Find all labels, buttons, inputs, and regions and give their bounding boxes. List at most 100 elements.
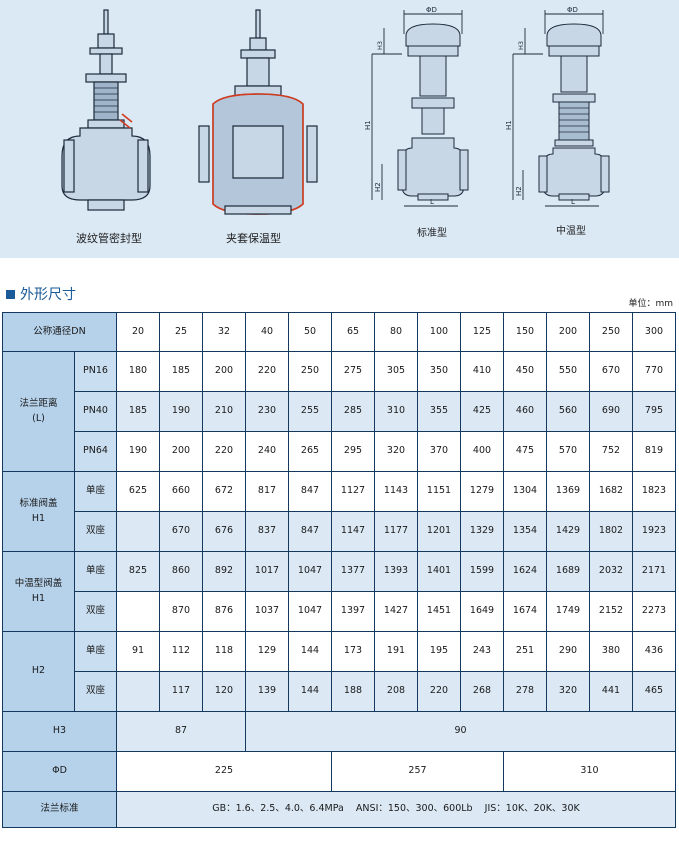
table-cell: 255 (288, 391, 332, 432)
dn-header-cell: 40 (245, 312, 289, 352)
table-cell: 1201 (417, 511, 461, 552)
table-cell: 129 (245, 631, 289, 672)
table-cell: 441 (589, 671, 633, 712)
table-cell: 188 (331, 671, 375, 712)
table-cell: 1682 (589, 471, 633, 512)
table-cell: 550 (546, 351, 590, 392)
table-cell: 210 (202, 391, 246, 432)
table-cell: 278 (503, 671, 547, 712)
dim-h2-label: H2 (515, 186, 523, 196)
table-cell: 320 (546, 671, 590, 712)
flange-distance-label: 法兰距离(L) (2, 351, 75, 472)
table-cell: 2152 (589, 591, 633, 632)
table-cell: 180 (116, 351, 160, 392)
table-cell: 1037 (245, 591, 289, 632)
figure-caption: 中温型 (556, 226, 586, 237)
table-cell: 2032 (589, 551, 633, 592)
table-cell: 1599 (460, 551, 504, 592)
table-cell: 1451 (417, 591, 461, 632)
medium-temp-bonnet-sublabel: H1 (31, 592, 46, 604)
table-cell: 1329 (460, 511, 504, 552)
standard-bonnet-label-text: 标准阀盖 (19, 497, 58, 509)
medium-temp-bonnet-row-label: 双座 (74, 591, 117, 632)
dim-h1-label: H1 (505, 120, 513, 130)
table-cell: 200 (159, 431, 203, 472)
table-cell: 1649 (460, 591, 504, 632)
table-cell: 230 (245, 391, 289, 432)
figure-caption: 夹套保温型 (226, 232, 281, 245)
h2-row-label: 单座 (74, 631, 117, 672)
table-cell: 770 (632, 351, 676, 392)
table-cell: 2171 (632, 551, 676, 592)
table-cell: 190 (116, 431, 160, 472)
table-cell: 144 (288, 631, 332, 672)
table-cell: 118 (202, 631, 246, 672)
table-cell: 1279 (460, 471, 504, 512)
table-cell: 191 (374, 631, 418, 672)
table-cell: 1397 (331, 591, 375, 632)
standard-bonnet-row-label: 双座 (74, 511, 117, 552)
h2-label: H2 (2, 631, 75, 712)
table-cell: 819 (632, 431, 676, 472)
table-cell: 1151 (417, 471, 461, 512)
table-cell: 1047 (288, 591, 332, 632)
table-cell: 320 (374, 431, 418, 472)
h2-row-label: 双座 (74, 671, 117, 712)
table-cell: 1017 (245, 551, 289, 592)
table-cell (116, 511, 160, 552)
table-cell: 139 (245, 671, 289, 712)
flange-std-label: 法兰标准 (2, 791, 117, 828)
table-cell: 185 (116, 391, 160, 432)
table-cell: 570 (546, 431, 590, 472)
dn-header-cell: 200 (546, 312, 590, 352)
dn-header-cell: 300 (632, 312, 676, 352)
table-cell: 1177 (374, 511, 418, 552)
phid-label: ΦD (2, 751, 117, 792)
table-cell: 465 (632, 671, 676, 712)
table-cell: 1802 (589, 511, 633, 552)
table-cell: 870 (159, 591, 203, 632)
table-cell: 1923 (632, 511, 676, 552)
figure-caption: 标准型 (417, 228, 447, 239)
table-cell: 847 (288, 511, 332, 552)
table-cell: 625 (116, 471, 160, 512)
table-cell: 87 (116, 711, 246, 752)
table-cell: 295 (331, 431, 375, 472)
table-cell: 752 (589, 431, 633, 472)
table-cell: 876 (202, 591, 246, 632)
table-cell: 90 (245, 711, 676, 752)
dn-header-cell: 125 (460, 312, 504, 352)
dn-header-label: 公称通径DN (2, 312, 117, 352)
table-cell: 220 (245, 351, 289, 392)
table-cell: 1427 (374, 591, 418, 632)
figure-caption: 波纹管密封型 (76, 232, 142, 245)
table-cell: 2273 (632, 591, 676, 632)
table-cell: 1147 (331, 511, 375, 552)
table-cell: 1143 (374, 471, 418, 512)
dn-header-cell: 250 (589, 312, 633, 352)
table-cell: 860 (159, 551, 203, 592)
table-cell: 892 (202, 551, 246, 592)
flange-distance-label-text: 法兰距离 (19, 397, 58, 409)
flange-distance-row-label: PN16 (74, 351, 117, 392)
table-cell: 120 (202, 671, 246, 712)
table-cell: 117 (159, 671, 203, 712)
table-cell: 1429 (546, 511, 590, 552)
table-cell: 257 (331, 751, 504, 792)
table-cell: 1401 (417, 551, 461, 592)
square-bullet-icon (6, 289, 15, 299)
standard-bonnet-row-label: 单座 (74, 471, 117, 512)
unit-note: 单位：mm (628, 299, 673, 309)
dn-header-cell: 100 (417, 312, 461, 352)
table-cell: 825 (116, 551, 160, 592)
table-cell: 1674 (503, 591, 547, 632)
dn-header-cell: 80 (374, 312, 418, 352)
